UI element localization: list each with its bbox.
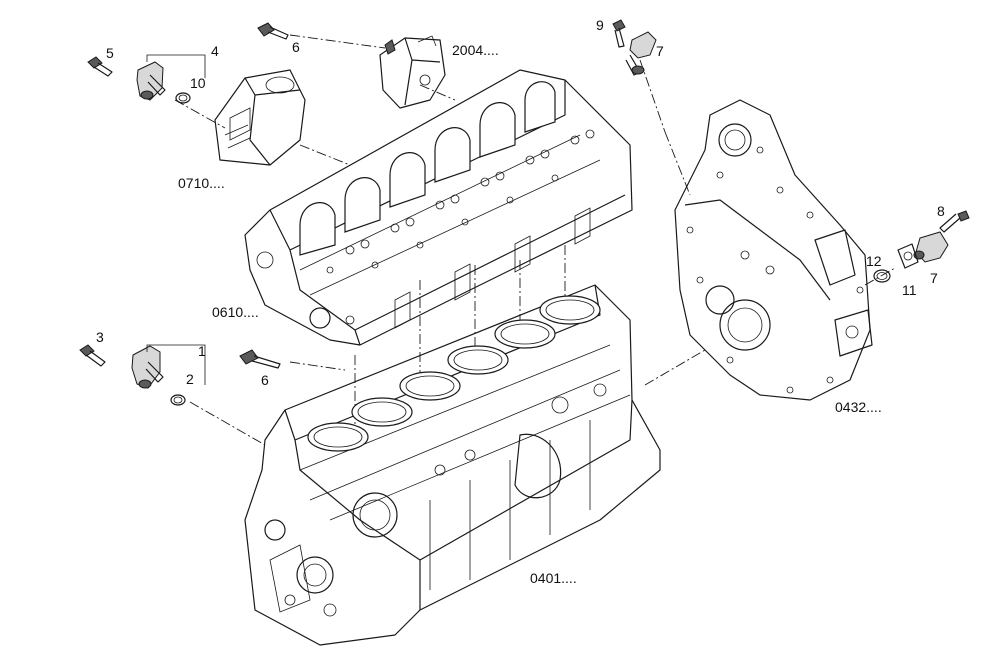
callout-12: 12	[866, 253, 882, 269]
leader-lines	[174, 34, 896, 446]
callout-8: 8	[937, 203, 945, 219]
o-ring-2	[170, 394, 186, 406]
head-valve-holes	[326, 129, 595, 274]
ref-0710: 0710....	[178, 175, 225, 191]
sensor-4	[136, 61, 166, 101]
bolt-8	[939, 210, 970, 233]
bolt-5	[87, 56, 113, 77]
callout-bracket-1	[146, 344, 206, 385]
intake-manifold	[214, 69, 306, 166]
callout-7-top: 7	[656, 43, 664, 59]
engine-block	[244, 284, 661, 646]
callout-1: 1	[198, 343, 206, 359]
callout-bracket-4	[146, 54, 206, 78]
callout-6-top: 6	[292, 39, 300, 55]
ref-0610: 0610....	[212, 304, 259, 320]
timing-cover	[674, 99, 873, 401]
callout-7-lower: 7	[930, 270, 938, 286]
gasket-11	[897, 243, 919, 269]
callout-3: 3	[96, 329, 104, 345]
sensor-7-lower	[913, 231, 949, 263]
ref-0401: 0401....	[530, 570, 577, 586]
bolt-3	[79, 344, 106, 367]
bolt-9	[612, 19, 626, 48]
temperature-sensor-6-lower	[239, 349, 281, 369]
o-ring-12	[873, 269, 891, 283]
callout-6-lower: 6	[261, 372, 269, 388]
bracket-2004	[379, 35, 446, 109]
callout-9: 9	[596, 17, 604, 33]
sensor-7-top	[625, 31, 657, 76]
callout-4: 4	[211, 43, 219, 59]
timing-cover-bolt-holes	[686, 146, 864, 394]
callout-10: 10	[190, 75, 206, 91]
ref-0432: 0432....	[835, 399, 882, 415]
callout-5: 5	[106, 45, 114, 61]
ref-2004: 2004....	[452, 42, 499, 58]
sensor-1	[131, 345, 164, 389]
o-ring-10	[175, 92, 191, 104]
callout-11: 11	[902, 282, 917, 298]
cylinder-head	[244, 69, 633, 346]
callout-2: 2	[186, 371, 194, 387]
temperature-sensor-6-top	[257, 22, 289, 40]
